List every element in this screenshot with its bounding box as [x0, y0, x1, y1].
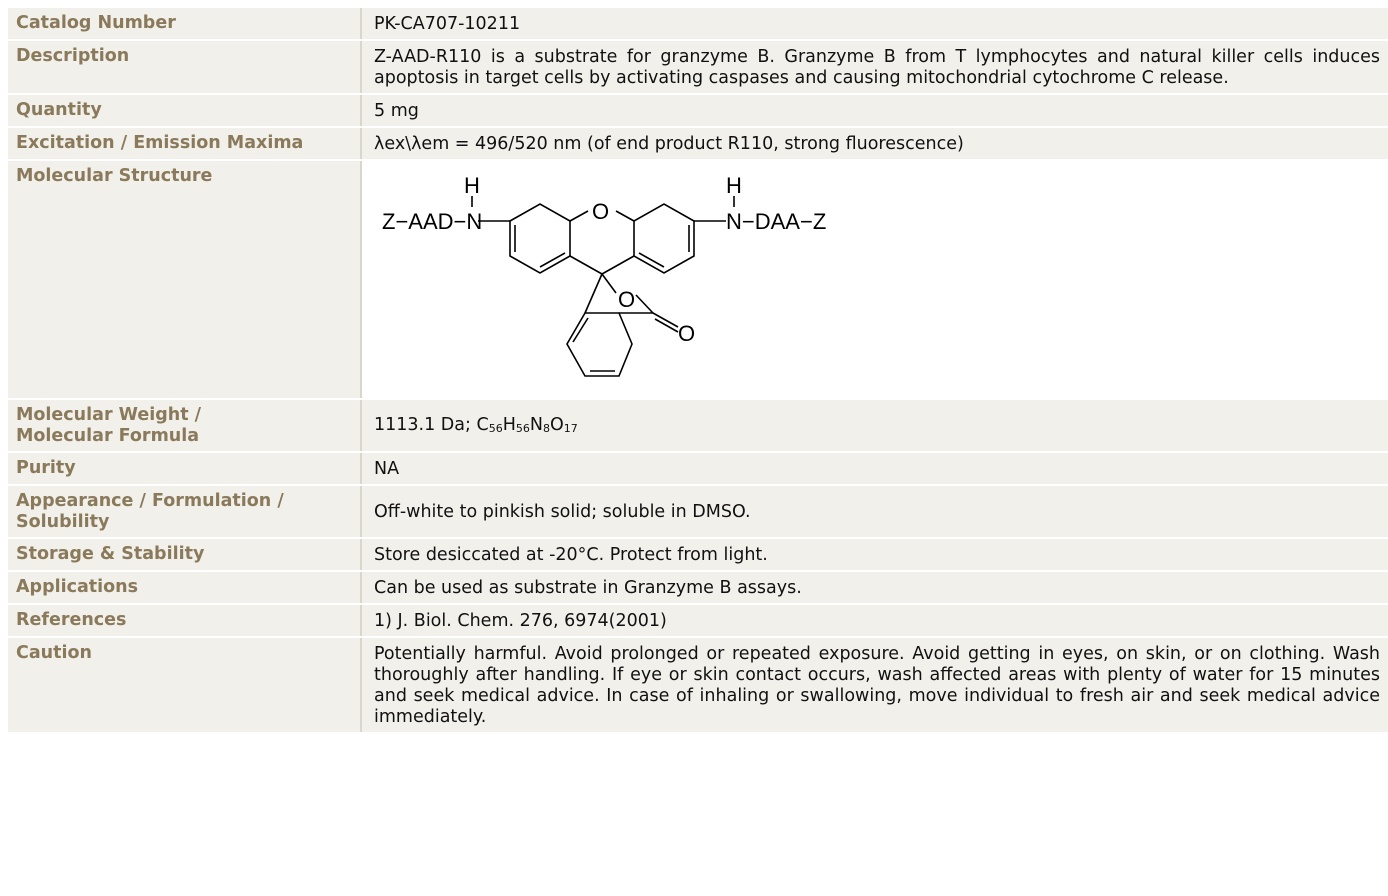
row-caution: Caution Potentially harmful. Avoid prolo…	[8, 638, 1388, 734]
mw-label-line2: Molecular Formula	[16, 426, 200, 446]
formula-o-count: 17	[563, 421, 578, 435]
structure-left-group: Z−AAD−N	[382, 209, 482, 234]
formula-h-count: 56	[515, 421, 530, 435]
row-storage: Storage & Stability Store desiccated at …	[8, 539, 1388, 572]
molecular-structure-diagram: H H Z−AAD−N N−DAA−Z O O O	[382, 173, 826, 377]
appearance-label-line1: Appearance / Formulation /	[16, 491, 284, 511]
catalog-number-label: Catalog Number	[8, 8, 362, 39]
row-purity: Purity NA	[8, 453, 1388, 486]
caution-value: Potentially harmful. Avoid prolonged or …	[374, 644, 1380, 727]
formula-o: O	[549, 414, 564, 435]
applications-label: Applications	[8, 572, 362, 603]
molecular-weight-value: 1113.1 Da;	[374, 414, 477, 435]
quantity-value: 5 mg	[374, 101, 419, 121]
mw-label-line1: Molecular Weight /	[16, 405, 202, 425]
row-references: References 1) J. Biol. Chem. 276, 6974(2…	[8, 605, 1388, 638]
molecular-structure-label: Molecular Structure	[8, 161, 362, 398]
excitation-emission-label: Excitation / Emission Maxima	[8, 128, 362, 159]
formula-n-count: 8	[542, 421, 550, 435]
description-label: Description	[8, 41, 362, 93]
molecular-weight-formula-value: 1113.1 Da; C56H56N8O17	[362, 400, 1388, 451]
appearance-value: Off-white to pinkish solid; soluble in D…	[374, 502, 751, 522]
row-excitation-emission: Excitation / Emission Maxima λex\λem = 4…	[8, 128, 1388, 161]
row-molecular-weight-formula: Molecular Weight /Molecular Formula 1113…	[8, 400, 1388, 453]
row-molecular-structure: Molecular Structure	[8, 161, 1388, 400]
molecular-structure-figure: H H Z−AAD−N N−DAA−Z O O O	[362, 161, 1388, 398]
row-quantity: Quantity 5 mg	[8, 95, 1388, 128]
appearance-label: Appearance / Formulation /Solubility	[8, 486, 362, 537]
structure-ring-oxygen: O	[592, 199, 609, 224]
molecular-weight-formula-label: Molecular Weight /Molecular Formula	[8, 400, 362, 451]
storage-label: Storage & Stability	[8, 539, 362, 570]
row-applications: Applications Can be used as substrate in…	[8, 572, 1388, 605]
caution-label: Caution	[8, 638, 362, 732]
formula-c: C	[476, 414, 489, 435]
row-appearance: Appearance / Formulation /Solubility Off…	[8, 486, 1388, 539]
description-value: Z-AAD-R110 is a substrate for granzyme B…	[374, 47, 1380, 88]
structure-lactone-oxygen: O	[618, 287, 635, 312]
structure-h-left: H	[464, 173, 480, 198]
quantity-label: Quantity	[8, 95, 362, 126]
applications-value: Can be used as substrate in Granzyme B a…	[374, 578, 802, 598]
row-catalog-number: Catalog Number PK-CA707-10211	[8, 8, 1388, 41]
structure-carbonyl-oxygen: O	[678, 321, 695, 346]
formula-h: H	[502, 414, 516, 435]
formula-n: N	[529, 414, 543, 435]
purity-label: Purity	[8, 453, 362, 484]
references-label: References	[8, 605, 362, 636]
formula-c-count: 56	[488, 421, 503, 435]
product-spec-table: Catalog Number PK-CA707-10211 Descriptio…	[8, 8, 1388, 734]
structure-right-group: N−DAA−Z	[726, 209, 826, 234]
purity-value: NA	[374, 459, 400, 479]
references-value: 1) J. Biol. Chem. 276, 6974(2001)	[374, 611, 667, 631]
excitation-emission-value: λex\λem = 496/520 nm (of end product R11…	[374, 134, 964, 154]
catalog-number-value: PK-CA707-10211	[374, 14, 521, 34]
row-description: Description Z-AAD-R110 is a substrate fo…	[8, 41, 1388, 95]
structure-h-right: H	[726, 173, 742, 198]
storage-value: Store desiccated at -20°C. Protect from …	[374, 545, 768, 565]
appearance-label-line2: Solubility	[16, 512, 110, 532]
